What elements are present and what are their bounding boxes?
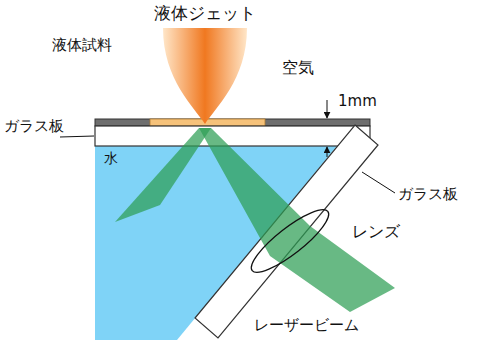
water-label: 水 xyxy=(104,150,118,167)
sample-label: 液体試料 xyxy=(52,36,112,54)
air-label: 空気 xyxy=(282,58,314,77)
dimension-arrow xyxy=(327,100,328,118)
dimension-arrow xyxy=(327,147,328,157)
lens-label: レンズ xyxy=(352,222,400,241)
lens xyxy=(244,201,336,281)
leader-line xyxy=(60,136,94,137)
leader-line xyxy=(362,172,395,193)
laser-label: レーザービーム xyxy=(254,316,359,334)
glass-label: ガラス板 xyxy=(4,117,64,135)
glass-label: ガラス板 xyxy=(398,185,458,203)
laser-beam xyxy=(199,128,395,312)
liquid-jet xyxy=(163,28,247,124)
glass-plate-top xyxy=(95,119,370,126)
glass-plate-bottom xyxy=(95,126,370,146)
jet-label: 液体ジェット xyxy=(154,3,256,23)
reflected-beam xyxy=(115,128,211,222)
dimension-label: 1mm xyxy=(338,92,377,110)
